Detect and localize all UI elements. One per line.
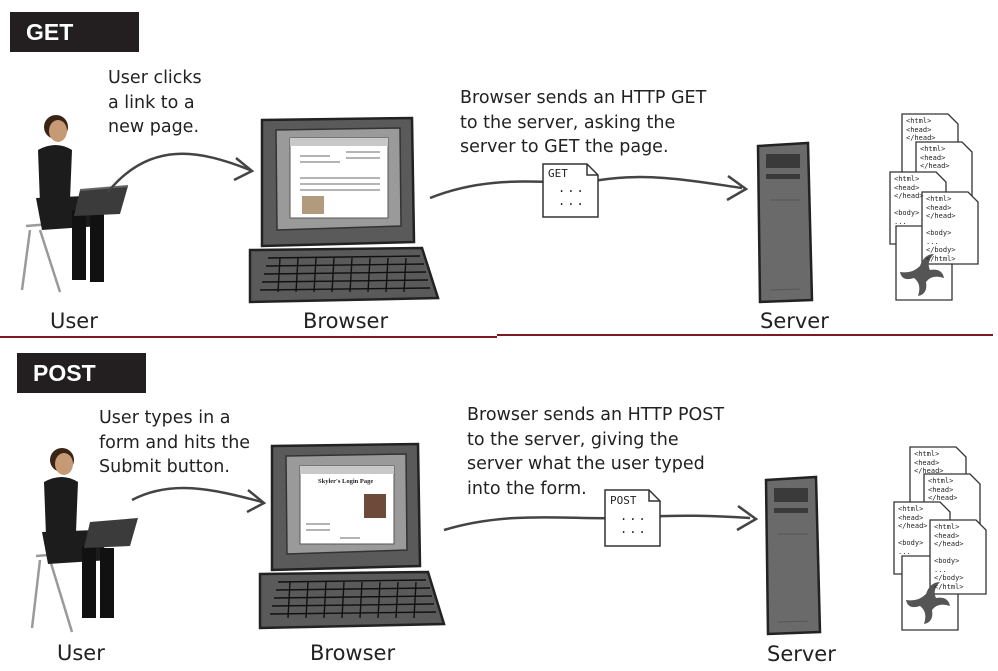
post-browser-caption: Browser [310, 641, 396, 665]
doc-line: <html> [898, 505, 924, 513]
get-arrow-browser-to-server [429, 175, 743, 200]
get-arrow-user-to-browser [107, 152, 251, 193]
doc-line: <html> [926, 195, 952, 203]
post-section-tag: POST [17, 353, 146, 393]
post-arrow-browser-to-server [443, 514, 751, 532]
post-doc-4: <html><head></head> <body>...</body></ht… [934, 523, 964, 591]
get-shuriken-icon [900, 254, 944, 296]
doc-line [934, 549, 964, 558]
get-request-label: GET [548, 167, 568, 180]
doc-line: </html> [926, 254, 956, 263]
get-doc-1: <html><head></head> [906, 117, 936, 143]
post-server-tower [764, 475, 822, 636]
doc-line: <body> [898, 539, 924, 547]
doc-line: <html> [894, 175, 920, 183]
doc-line: ... [926, 237, 939, 246]
get-server-tower [756, 141, 814, 304]
doc-line [898, 531, 928, 540]
post-user-figure [42, 448, 138, 618]
post-request-document [604, 489, 661, 547]
post-chair [30, 550, 87, 633]
section-divider [0, 336, 497, 338]
get-server-caption: Server [760, 309, 829, 333]
post-request-body: ... ... [620, 509, 648, 536]
get-browser-caption: Browser [303, 309, 389, 333]
get-doc-3: <html><head></head> <body>... [894, 175, 924, 226]
doc-line: </head> [920, 162, 950, 170]
get-server-docs [889, 113, 979, 301]
doc-line: <html> [906, 117, 932, 125]
post-user-note: User types in a form and hits the Submit… [99, 408, 251, 477]
doc-line: <head> [898, 513, 924, 522]
doc-line: </head> [928, 494, 958, 502]
post-shuriken-icon [906, 582, 950, 624]
get-section-tag: GET [10, 12, 139, 52]
doc-line: </head> [898, 522, 928, 530]
get-request-document [542, 163, 599, 218]
doc-line: ... [894, 217, 907, 226]
post-arrow-user-to-browser [131, 486, 263, 504]
doc-line: <head> [934, 531, 960, 540]
doc-line: </body> [926, 246, 956, 254]
post-request-label: POST [610, 494, 637, 507]
post-browser-laptop [258, 442, 446, 630]
doc-line: <head> [906, 125, 932, 134]
doc-line: <html> [920, 145, 946, 153]
doc-line: <head> [926, 203, 952, 212]
post-browser-note: Browser sends an HTTP POST to the server… [467, 405, 725, 499]
doc-line: </head> [914, 467, 944, 475]
doc-line: <head> [914, 458, 940, 467]
doc-line: <html> [914, 450, 940, 458]
doc-line: </body> [934, 574, 964, 582]
doc-line: <head> [894, 183, 920, 192]
doc-line: </head> [934, 540, 964, 548]
doc-line: </html> [934, 582, 964, 591]
doc-line: <html> [934, 523, 960, 531]
doc-line: <body> [934, 557, 960, 565]
get-browser-laptop [248, 116, 440, 304]
section-divider-right [497, 334, 993, 336]
get-user-figure [36, 115, 129, 282]
doc-line: <body> [926, 229, 952, 237]
doc-line: </head> [894, 192, 924, 200]
post-user-caption: User [57, 641, 105, 665]
doc-line: <head> [928, 485, 954, 494]
get-user-note: User clicks a link to a new page. [108, 68, 202, 137]
doc-line: </head> [926, 212, 956, 220]
post-server-caption: Server [767, 642, 836, 666]
get-user-caption: User [50, 309, 98, 333]
get-doc-4: <html><head></head> <body>...</body></ht… [926, 195, 956, 263]
doc-line: </head> [906, 134, 936, 142]
doc-line: ... [934, 565, 947, 574]
get-browser-note: Browser sends an HTTP GET to the server,… [460, 88, 707, 157]
doc-line: <body> [894, 209, 920, 217]
get-request-body: ... ... [558, 181, 586, 208]
doc-line: <html> [928, 477, 954, 485]
doc-line: <head> [920, 153, 946, 162]
get-doc-2: <html><head></head> [920, 145, 950, 171]
post-doc-1: <html><head></head> [914, 450, 944, 476]
post-doc-3: <html><head></head> <body>... [898, 505, 928, 556]
post-screen-title: Skyler's Login Page [318, 478, 374, 485]
doc-line: ... [898, 547, 911, 556]
post-doc-2: <html><head></head> [928, 477, 958, 503]
